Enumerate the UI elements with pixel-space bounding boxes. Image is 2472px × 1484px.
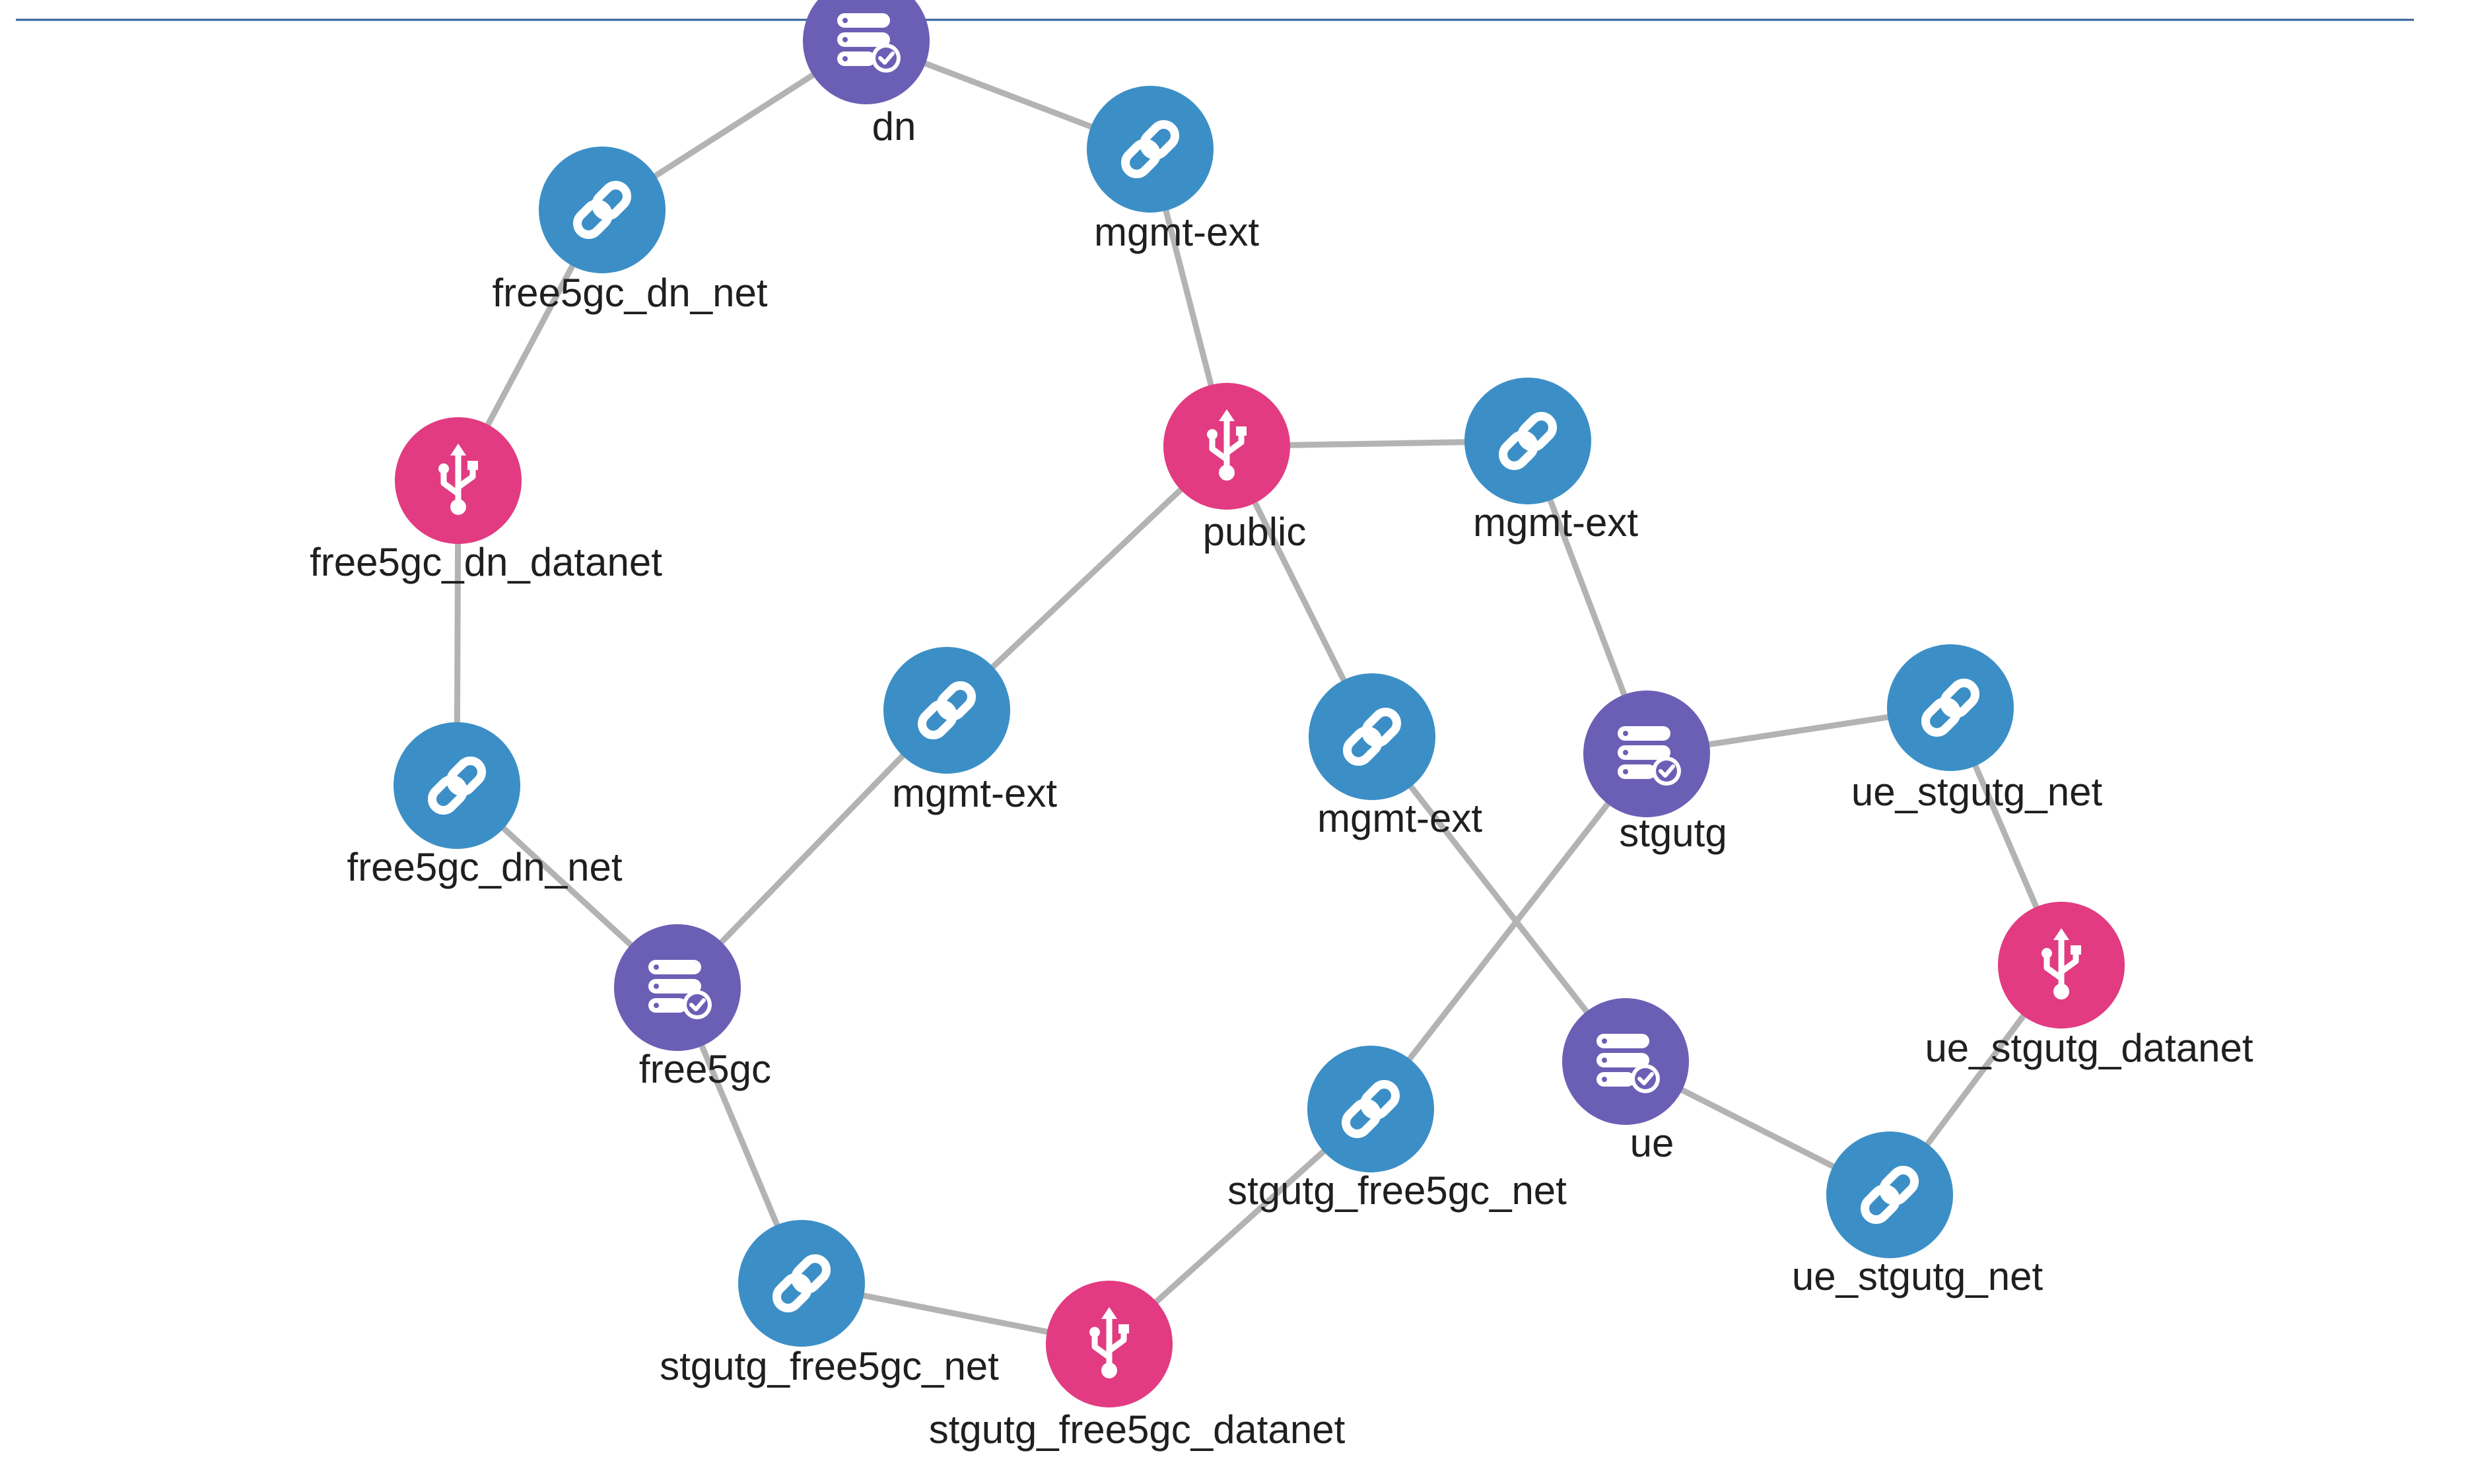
node-label: mgmt-ext	[892, 771, 1057, 815]
node-mgmt2[interactable]: mgmt-ext	[1464, 378, 1638, 545]
node-sfdatanet[interactable]: stgutg_free5gc_datanet	[929, 1281, 1346, 1452]
node-label: stgutg_free5gc_datanet	[929, 1407, 1346, 1452]
node-uedatanet[interactable]: ue_stgutg_datanet	[1925, 902, 2253, 1070]
node-f5dnnet1[interactable]: free5gc_dn_net	[492, 147, 768, 315]
node-label: stgutg_free5gc_net	[1227, 1168, 1567, 1213]
node-label: mgmt-ext	[1317, 796, 1482, 840]
node-label: ue_stgutg_datanet	[1925, 1026, 2253, 1070]
node-label: stgutg	[1619, 811, 1727, 855]
node-sfnet1[interactable]: stgutg_free5gc_net	[1227, 1046, 1567, 1213]
node-dn[interactable]: dn	[803, 0, 930, 149]
node-label: stgutg_free5gc_net	[660, 1344, 999, 1388]
node-f5dndatanet[interactable]: free5gc_dn_datanet	[310, 417, 662, 584]
node-f5dnnet2[interactable]: free5gc_dn_net	[347, 722, 623, 889]
node-public[interactable]: public	[1163, 383, 1306, 554]
node-label: ue_stgutg_net	[1792, 1254, 2043, 1298]
edge-mgmt4-ue	[1369, 733, 1629, 1065]
node-label: ue_stgutg_net	[1851, 770, 2103, 814]
node-label: dn	[872, 104, 916, 149]
node-label: free5gc	[639, 1047, 771, 1091]
node-ue[interactable]: ue	[1562, 998, 1689, 1165]
node-uenet2[interactable]: ue_stgutg_net	[1792, 1131, 2043, 1298]
node-label: mgmt-ext	[1473, 500, 1638, 545]
node-free5gc[interactable]: free5gc	[614, 924, 771, 1091]
edge-stgutg-sfnet1	[1367, 751, 1650, 1112]
node-label: ue	[1630, 1121, 1674, 1165]
node-uenet1[interactable]: ue_stgutg_net	[1851, 644, 2103, 814]
node-mgmt4[interactable]: mgmt-ext	[1309, 673, 1482, 840]
node-label: free5gc_dn_net	[492, 271, 767, 315]
node-stgutg[interactable]: stgutg	[1583, 691, 1727, 855]
node-label: free5gc_dn_net	[347, 845, 622, 889]
edge-mgmt3-free5gc	[674, 707, 950, 991]
node-mgmt3[interactable]: mgmt-ext	[883, 647, 1057, 815]
node-mgmt1[interactable]: mgmt-ext	[1087, 86, 1259, 254]
node-sfnet2[interactable]: stgutg_free5gc_net	[660, 1220, 999, 1388]
node-label: free5gc_dn_datanet	[310, 540, 662, 584]
nodes-layer: dn mgmt-ext free5gc_dn_net free5gc_dn_datan…	[310, 0, 2253, 1452]
node-label: public	[1203, 510, 1307, 554]
node-label: mgmt-ext	[1094, 210, 1259, 254]
edge-public-mgmt3	[944, 443, 1230, 714]
